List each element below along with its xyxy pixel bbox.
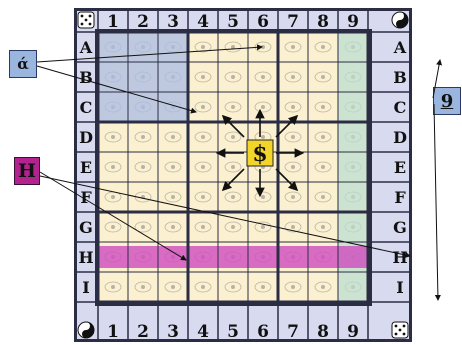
board-cell[interactable]: [308, 152, 338, 182]
board-cell[interactable]: [248, 92, 278, 122]
yin-yang-icon: [392, 12, 408, 28]
board-cell[interactable]: [158, 272, 188, 302]
row-label-E: E: [394, 158, 406, 177]
row-label-D: D: [393, 128, 407, 147]
board-cell[interactable]: [128, 182, 158, 212]
board-cell[interactable]: [248, 212, 278, 242]
row-label-A: A: [393, 38, 407, 57]
board-cell[interactable]: [188, 32, 218, 62]
board-cell[interactable]: [248, 62, 278, 92]
column-label-1: 1: [107, 12, 119, 32]
yin-yang-icon: [78, 322, 94, 338]
board-cell[interactable]: [98, 152, 128, 182]
board-cell[interactable]: [188, 122, 218, 152]
magenta-zone: [98, 246, 368, 268]
board-cell[interactable]: [158, 212, 188, 242]
board-cell[interactable]: [218, 62, 248, 92]
board-cell[interactable]: [218, 32, 248, 62]
board-cell[interactable]: [128, 212, 158, 242]
center-token[interactable]: $: [217, 110, 302, 195]
row-label-F: F: [394, 188, 406, 207]
board-cell[interactable]: [98, 272, 128, 302]
board-cell[interactable]: [128, 122, 158, 152]
column-label-3: 3: [167, 12, 179, 32]
board-cell[interactable]: [188, 152, 218, 182]
center-symbol: $: [252, 141, 267, 167]
row-label-G: G: [79, 218, 93, 237]
board-cell[interactable]: [158, 182, 188, 212]
callout-box-right: 9: [433, 87, 461, 115]
board-cell[interactable]: [98, 122, 128, 152]
row-label-I: I: [396, 278, 403, 297]
row-label-C: C: [80, 98, 93, 117]
row-label-I: I: [82, 278, 89, 297]
column-label-6: 6: [257, 322, 269, 342]
column-label-2: 2: [137, 12, 149, 32]
board-cell[interactable]: [308, 212, 338, 242]
row-label-B: B: [79, 68, 93, 87]
board-cell[interactable]: [218, 92, 248, 122]
row-label-D: D: [79, 128, 93, 147]
column-label-3: 3: [167, 322, 179, 342]
die-icon: [78, 12, 94, 28]
column-label-8: 8: [317, 12, 329, 32]
column-label-7: 7: [287, 322, 299, 342]
board-cell[interactable]: [308, 182, 338, 212]
board-cell[interactable]: [278, 272, 308, 302]
column-label-7: 7: [287, 12, 299, 32]
board-cell[interactable]: [308, 62, 338, 92]
board-cell[interactable]: [98, 182, 128, 212]
board-cell[interactable]: [278, 32, 308, 62]
board-cell[interactable]: [308, 272, 338, 302]
board-cell[interactable]: [278, 62, 308, 92]
row-label-G: G: [393, 218, 407, 237]
board-cell[interactable]: [218, 182, 248, 212]
column-label-4: 4: [197, 322, 209, 342]
board-cell[interactable]: [128, 272, 158, 302]
row-label-H: H: [392, 248, 407, 267]
column-label-9: 9: [347, 12, 359, 32]
column-label-6: 6: [257, 12, 269, 32]
board-cell[interactable]: [248, 182, 278, 212]
row-label-B: B: [393, 68, 407, 87]
board-cell[interactable]: [278, 92, 308, 122]
row-label-C: C: [394, 98, 407, 117]
board-cell[interactable]: [188, 92, 218, 122]
board-cell[interactable]: [308, 122, 338, 152]
column-label-9: 9: [347, 322, 359, 342]
board-cell[interactable]: [128, 152, 158, 182]
column-label-1: 1: [107, 322, 119, 342]
row-label-A: A: [79, 38, 93, 57]
board-cell[interactable]: [278, 122, 308, 152]
board-cell[interactable]: [188, 272, 218, 302]
column-label-5: 5: [227, 12, 239, 32]
row-label-F: F: [80, 188, 92, 207]
board-cell[interactable]: [98, 212, 128, 242]
board-cell[interactable]: [158, 152, 188, 182]
blue-zone: [98, 32, 188, 122]
callout-box-left: ά: [9, 50, 37, 78]
board-cell[interactable]: [188, 212, 218, 242]
board-cell[interactable]: [218, 212, 248, 242]
board-cell[interactable]: [248, 32, 278, 62]
row-label-E: E: [80, 158, 92, 177]
board-cell[interactable]: [308, 92, 338, 122]
board-cell[interactable]: [308, 32, 338, 62]
board-cell[interactable]: [218, 152, 248, 182]
board-cell[interactable]: [218, 272, 248, 302]
row-label-H: H: [78, 248, 93, 267]
callout-box-middle: H: [14, 157, 40, 185]
column-label-2: 2: [137, 322, 149, 342]
board-cell[interactable]: [188, 182, 218, 212]
die-icon: [392, 322, 408, 338]
board-cell[interactable]: [248, 272, 278, 302]
column-label-5: 5: [227, 322, 239, 342]
board-cell[interactable]: [188, 62, 218, 92]
column-label-8: 8: [317, 322, 329, 342]
board-cell[interactable]: [278, 212, 308, 242]
board-cell[interactable]: [278, 152, 308, 182]
board-cell[interactable]: [158, 122, 188, 152]
column-label-4: 4: [197, 12, 209, 32]
